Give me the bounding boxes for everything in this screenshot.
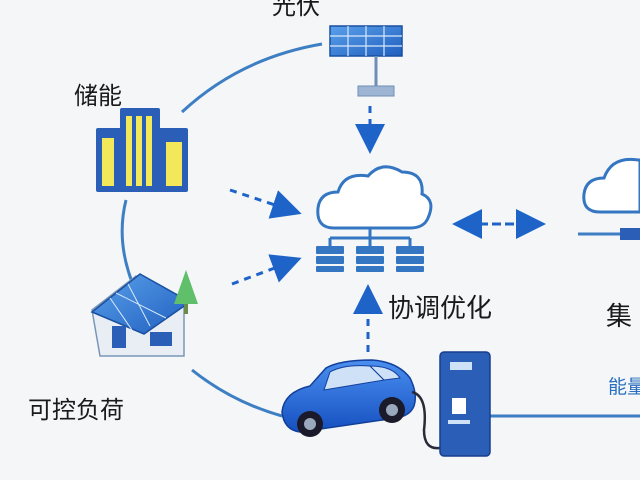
controllable-load-label: 可控负荷 bbox=[28, 396, 124, 424]
electric-car-icon bbox=[281, 359, 417, 437]
line-load-vehicle bbox=[191, 368, 283, 418]
pv-label: 光伏 bbox=[272, 0, 320, 20]
dashed-arrows bbox=[229, 106, 546, 352]
cloud-server-icon bbox=[316, 165, 433, 272]
house-icon bbox=[90, 270, 198, 357]
charging-cable bbox=[411, 390, 441, 450]
energy-label: 能量 bbox=[608, 376, 640, 398]
cloud-icon bbox=[582, 157, 640, 240]
arrow-storage-to-cloud bbox=[229, 188, 302, 219]
connection-lines bbox=[120, 42, 640, 418]
arrow-load-to-cloud bbox=[231, 254, 302, 286]
storage-label: 储能 bbox=[74, 82, 122, 110]
aggregation-label: 集 bbox=[606, 302, 633, 332]
line-storage-load bbox=[120, 199, 134, 283]
solar-panel-icon bbox=[329, 25, 403, 97]
coordination-label: 协调优化 bbox=[388, 294, 493, 324]
line-storage-pv bbox=[180, 42, 323, 114]
charging-pile-icon bbox=[439, 351, 491, 457]
storage-building-icon bbox=[96, 108, 188, 192]
